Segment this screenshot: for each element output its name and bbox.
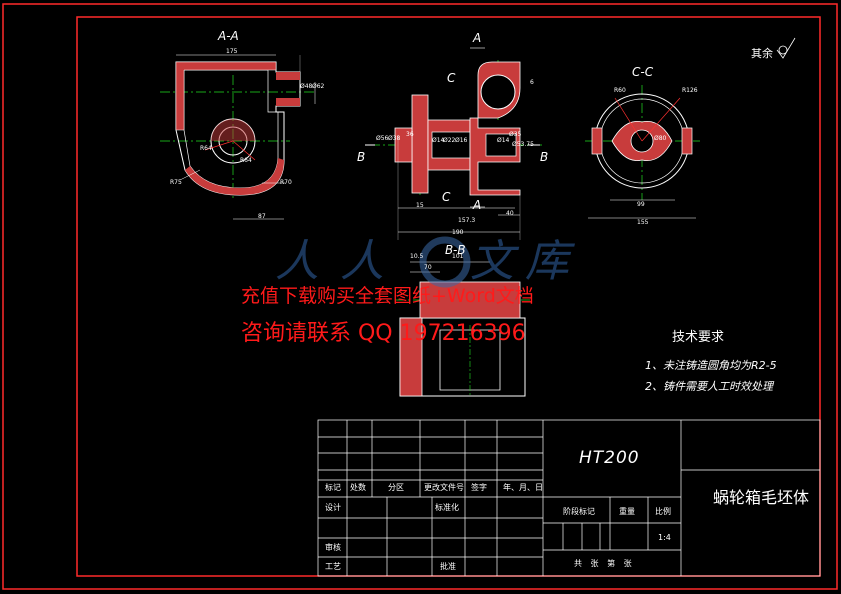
dim-bb-70: 70 — [424, 264, 432, 271]
header-date: 年、月、日 — [503, 483, 543, 492]
dim-aa-d48: Ø48 — [300, 83, 313, 90]
title-block — [317, 419, 821, 577]
roughness-note: 其余 — [751, 47, 773, 60]
dim-front-15: 15 — [416, 202, 424, 209]
tech-requirements-title: 技术要求 — [672, 330, 725, 345]
dim-aa-width: 175 — [226, 48, 238, 55]
watermark-logo-char-2: 人 — [340, 236, 384, 287]
watermark-line-2: 咨询请联系 QQ 197216396 — [241, 321, 526, 346]
label-scale: 比例 — [655, 507, 671, 516]
dim-front-d14b: Ø14 — [497, 137, 510, 144]
dim-aa-d62: Ø62 — [312, 83, 325, 90]
watermark-logo-char-3: 文 — [470, 236, 514, 287]
header-zone: 分区 — [388, 483, 404, 492]
label-process: 工艺 — [325, 562, 341, 571]
section-letter-c-bottom: C — [442, 190, 451, 204]
dim-aa-r3: R75 — [170, 179, 182, 186]
section-bb-view — [395, 261, 530, 397]
front-view — [365, 47, 545, 240]
dim-cc-99: 99 — [637, 201, 645, 208]
dim-front-d22: Ø22 — [443, 137, 456, 144]
dim-aa-r2: R64 — [240, 157, 252, 164]
dim-cc-r60: R60 — [614, 87, 626, 94]
scale-value: 1:4 — [658, 533, 671, 542]
dim-front-157: 157.3 — [458, 217, 476, 224]
header-change-doc: 更改文件号 — [424, 483, 464, 492]
label-design: 设计 — [325, 503, 341, 512]
aa-view-title: A-A — [218, 29, 239, 43]
header-signature: 签字 — [471, 483, 487, 492]
cc-view-title: C-C — [632, 65, 654, 79]
section-letter-a-bottom: A — [473, 198, 482, 212]
label-approve: 批准 — [440, 562, 456, 571]
section-aa-view — [160, 54, 316, 220]
section-letter-a-top: A — [473, 31, 482, 45]
dim-bb-101: 101 — [452, 253, 464, 260]
dim-bb-105: 10.5 — [410, 253, 424, 260]
dim-aa-r4: R70 — [280, 179, 292, 186]
dim-aa-r1: R64 — [200, 145, 212, 152]
dim-front-d35: Ø35 — [509, 131, 522, 138]
section-letter-b-left: B — [357, 150, 366, 164]
label-weight: 重量 — [619, 507, 635, 516]
watermark-logo-char-4: 库 — [525, 236, 569, 287]
dim-aa-bottom: 87 — [258, 213, 266, 220]
dim-front-d16: Ø16 — [455, 137, 468, 144]
section-letter-b-right: B — [540, 150, 549, 164]
dim-cc-d80: Ø80 — [654, 135, 667, 142]
outer-border — [2, 3, 838, 590]
bb-view-title: B-B — [445, 243, 466, 257]
dim-front-d38: Ø38 — [388, 135, 401, 142]
section-letter-c-top: C — [447, 71, 456, 85]
label-review: 审核 — [325, 543, 341, 552]
watermark-logo — [419, 236, 471, 288]
dim-front-d14a: Ø14 — [432, 137, 445, 144]
dim-front-d56: Ø56 — [376, 135, 389, 142]
dim-front-190: 190 — [452, 229, 464, 236]
label-sheets: 共 张 第 张 — [574, 559, 635, 568]
header-mark: 标记 — [325, 483, 341, 492]
label-standardization: 标准化 — [435, 503, 459, 512]
watermark-line-1: 充值下载购买全套图纸+Word文档 — [241, 285, 534, 307]
tech-requirement-1: 1、未注铸造圆角均为R2-5 — [645, 359, 777, 372]
dim-front-d5375: Ø53.75 — [512, 141, 534, 148]
dim-front-36: 36 — [406, 131, 414, 138]
header-count: 处数 — [350, 483, 366, 492]
dim-cc-155: 155 — [637, 219, 649, 226]
section-cc-view — [585, 85, 700, 219]
dim-front-6: 6 — [530, 79, 534, 86]
dim-front-40: 40 — [506, 210, 514, 217]
dim-cc-r126: R126 — [682, 87, 698, 94]
part-name: 蜗轮箱毛坯体 — [713, 488, 810, 507]
roughness-symbol — [776, 37, 796, 59]
material-label: HT200 — [579, 448, 640, 468]
tech-requirement-2: 2、铸件需要人工时效处理 — [645, 380, 773, 393]
label-stage-mark: 阶段标记 — [563, 507, 595, 516]
watermark-logo-char-1: 人 — [275, 236, 319, 287]
